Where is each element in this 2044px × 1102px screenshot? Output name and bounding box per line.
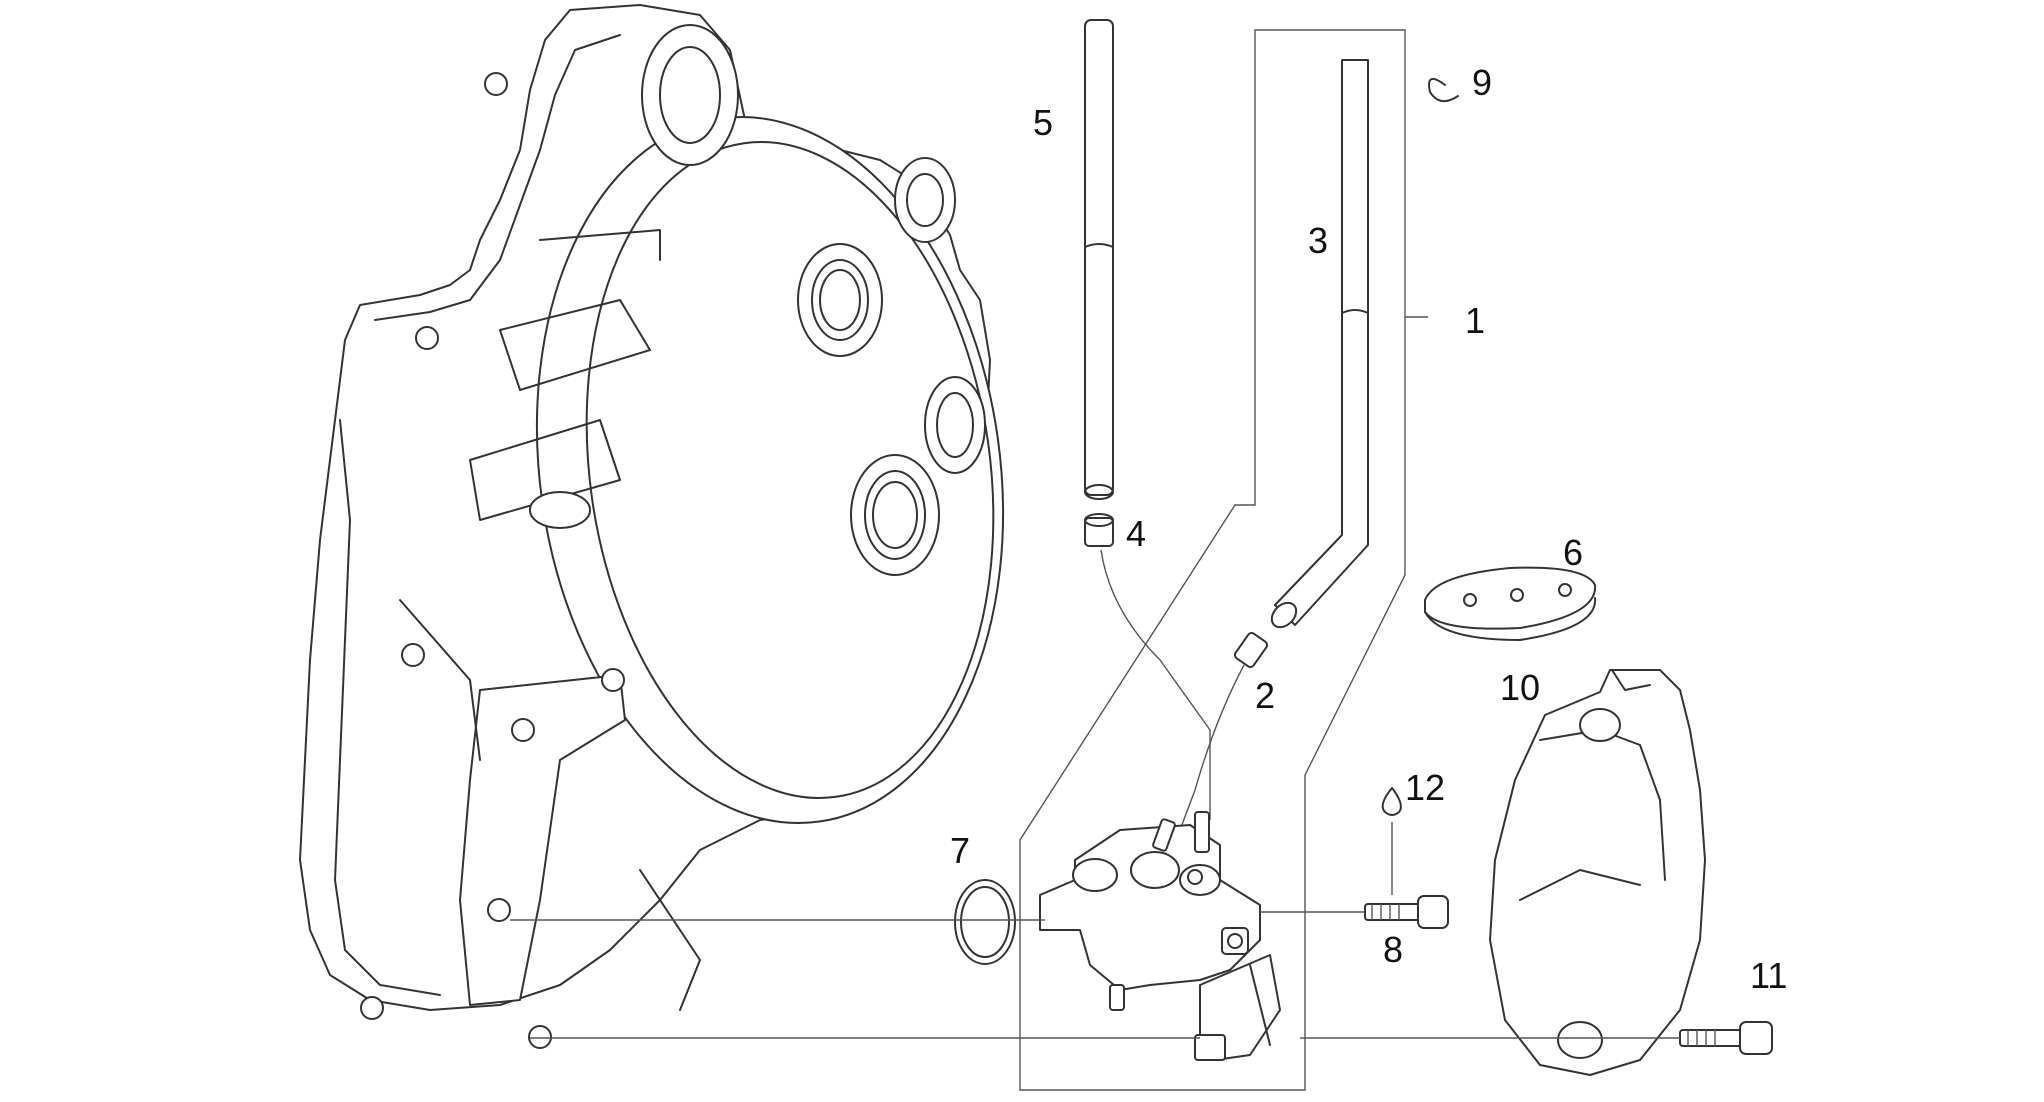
leader-4-line [1100, 549, 1211, 820]
callout-8: 8 [1383, 929, 1403, 970]
fitting-2 [1233, 631, 1269, 669]
bolt-8 [1364, 895, 1449, 929]
callout-2: 2 [1255, 675, 1275, 716]
callout-12: 12 [1405, 767, 1445, 808]
gasket-6 [1424, 566, 1597, 641]
pump-cover-10 [1489, 669, 1706, 1076]
bolt-11 [1679, 1021, 1773, 1055]
tube-3 [1270, 59, 1369, 629]
engine-side-cover [299, 4, 1005, 1049]
callout-7: 7 [950, 830, 970, 871]
callout-10: 10 [1500, 667, 1540, 708]
flange-bolt-holes [360, 72, 625, 1049]
callout-9: 9 [1472, 62, 1492, 103]
tube-5 [1084, 19, 1114, 500]
sealant-drop-12 [1381, 787, 1402, 816]
o-ring-7 [954, 879, 1016, 965]
assembly-group-bracket [1019, 29, 1406, 1091]
callout-5: 5 [1033, 102, 1053, 143]
clip-9 [1428, 77, 1459, 103]
callout-6: 6 [1563, 532, 1583, 573]
callout-3: 3 [1308, 220, 1328, 261]
fitting-4 [1084, 513, 1114, 547]
callout-4: 4 [1126, 513, 1146, 554]
callout-1: 1 [1465, 300, 1485, 341]
oil-pump [1039, 811, 1281, 1061]
leader-2-line [1179, 664, 1245, 831]
callout-11: 11 [1750, 955, 1787, 996]
